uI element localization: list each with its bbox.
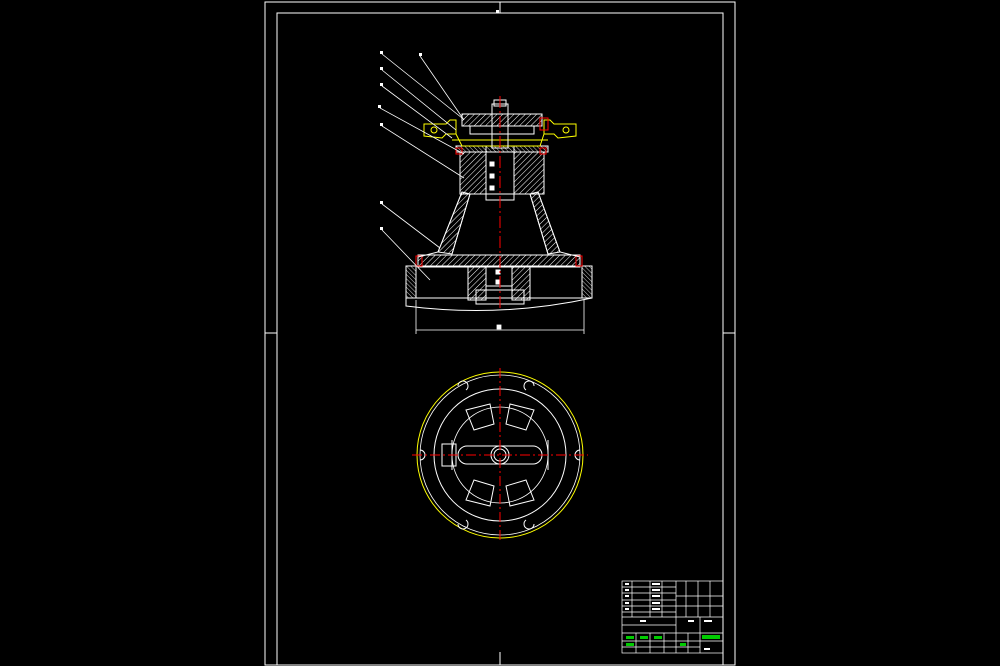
front-section-view xyxy=(378,10,593,334)
conical-body xyxy=(417,191,581,258)
balloon-marks xyxy=(378,10,499,230)
title-fill xyxy=(626,635,720,646)
top-clamp xyxy=(455,99,549,155)
upper-housing xyxy=(455,145,549,201)
base-plate xyxy=(405,254,593,311)
title-block xyxy=(621,580,724,654)
top-view xyxy=(412,368,588,542)
title-marks xyxy=(625,583,712,650)
top-view-center-lines xyxy=(412,368,588,542)
leader-lines xyxy=(379,53,465,281)
dimension-line xyxy=(415,300,585,334)
sheet-border xyxy=(264,1,736,666)
